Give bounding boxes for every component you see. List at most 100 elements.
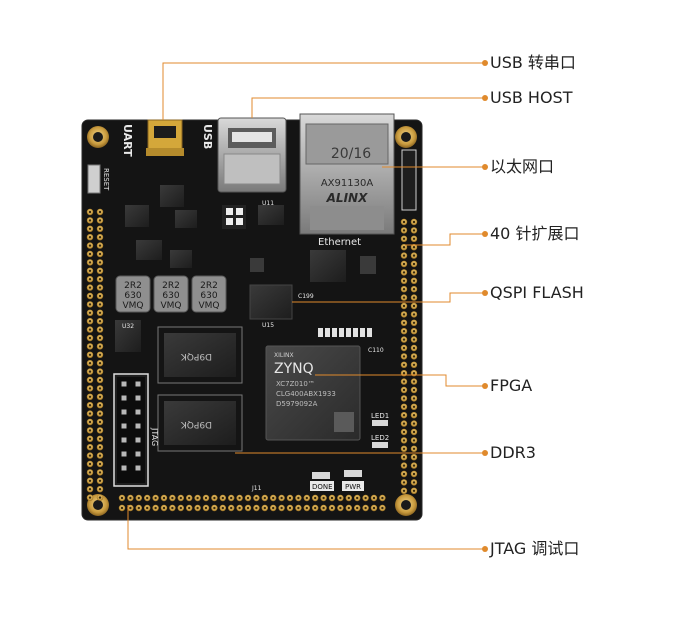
rj45-part-number: AX91130A bbox=[321, 178, 374, 189]
capacitor-row bbox=[318, 328, 372, 337]
header-pin-hole bbox=[412, 439, 416, 442]
header-pin-hole bbox=[204, 496, 208, 500]
header-pin-hole bbox=[246, 506, 250, 510]
header-pin-hole bbox=[412, 271, 416, 274]
header-pin-hole bbox=[263, 496, 266, 500]
callout-expansion: 40 针扩展口 bbox=[490, 224, 580, 243]
callout-ethernet: 以太网口 bbox=[490, 157, 555, 176]
ethernet-rj45-jack bbox=[299, 113, 395, 235]
header-pin-hole bbox=[88, 471, 92, 474]
header-pin-hole bbox=[98, 261, 102, 264]
header-pin-hole bbox=[412, 363, 416, 366]
header-pin-hole bbox=[98, 454, 102, 457]
header-pin-hole bbox=[402, 430, 406, 434]
header-pin-hole bbox=[412, 338, 416, 341]
header-pin-hole bbox=[98, 286, 102, 289]
header-pin-hole bbox=[412, 229, 416, 232]
header-pin-hole bbox=[339, 496, 342, 500]
header-pin-hole bbox=[412, 388, 416, 392]
header-pin-hole bbox=[213, 496, 216, 500]
header-pin-hole bbox=[120, 496, 124, 500]
header-pin-hole bbox=[98, 412, 102, 415]
jtag-pin bbox=[121, 451, 127, 457]
header-pin-hole bbox=[412, 372, 416, 375]
header-pin-hole bbox=[402, 456, 406, 459]
header-pin-hole bbox=[88, 395, 92, 398]
header-pin-hole bbox=[98, 462, 102, 466]
header-pin-hole bbox=[230, 496, 233, 500]
header-pin-hole bbox=[402, 271, 406, 274]
header-pin-hole bbox=[402, 372, 406, 375]
jtag-pin bbox=[121, 423, 127, 429]
header-pin-hole bbox=[314, 496, 317, 500]
fpga-package: CLG400ABX1933 bbox=[276, 390, 336, 398]
header-pin-hole bbox=[412, 447, 416, 450]
jtag-pin bbox=[135, 395, 141, 401]
header-pin-hole bbox=[213, 506, 216, 510]
header-pin-hole bbox=[98, 420, 102, 424]
jtag-pins bbox=[121, 381, 141, 471]
left-pin-header bbox=[86, 208, 104, 501]
header-pin-hole bbox=[402, 481, 406, 484]
header-pin-hole bbox=[314, 506, 317, 510]
header-pin-hole bbox=[88, 496, 92, 499]
callout-dots bbox=[482, 60, 488, 552]
header-pin-hole bbox=[412, 422, 416, 425]
header-pin-hole bbox=[98, 378, 102, 382]
capacitor bbox=[360, 328, 365, 337]
header-pin-hole bbox=[347, 496, 350, 500]
header-pin-hole bbox=[402, 355, 406, 358]
header-pin-hole bbox=[196, 496, 199, 500]
header-pin-hole bbox=[402, 237, 406, 240]
header-pin-hole bbox=[288, 506, 292, 510]
header-pin-hole bbox=[402, 346, 406, 350]
header-pin-hole bbox=[402, 296, 406, 299]
header-pin-hole bbox=[98, 227, 102, 230]
header-pin-hole bbox=[162, 506, 166, 510]
jtag-pin bbox=[121, 465, 127, 471]
header-pin-hole bbox=[402, 447, 406, 450]
header-pin-hole bbox=[402, 439, 406, 442]
header-pin-hole bbox=[88, 320, 92, 323]
header-pin-hole bbox=[402, 388, 406, 392]
header-pin-hole bbox=[280, 496, 283, 500]
header-pin-hole bbox=[88, 219, 92, 222]
inductor-marking: VMQ bbox=[160, 301, 181, 311]
header-pin-hole bbox=[120, 506, 124, 510]
usb-uart-connector bbox=[146, 119, 184, 156]
header-pin-hole bbox=[88, 336, 92, 340]
header-pin-hole bbox=[154, 496, 157, 500]
status-leds bbox=[312, 420, 388, 479]
header-pin-hole bbox=[129, 506, 132, 510]
header-pin-hole bbox=[272, 506, 275, 510]
u15-label: U15 bbox=[262, 322, 274, 329]
header-pin-hole bbox=[98, 496, 102, 499]
header-pin-hole bbox=[297, 496, 300, 500]
header-pin-hole bbox=[98, 303, 102, 306]
capacitor bbox=[367, 328, 372, 337]
qspi-flash-chip bbox=[249, 284, 293, 320]
header-pin-hole bbox=[412, 397, 416, 400]
header-pin-hole bbox=[98, 311, 102, 314]
capacitor bbox=[346, 328, 351, 337]
header-pin-hole bbox=[402, 279, 406, 282]
header-pin-hole bbox=[412, 472, 416, 476]
header-pin-hole bbox=[402, 254, 406, 257]
header-pin-hole bbox=[162, 496, 166, 500]
done-label: DONE bbox=[312, 483, 333, 491]
capacitor bbox=[318, 328, 323, 337]
capacitor bbox=[332, 328, 337, 337]
header-pin-hole bbox=[88, 227, 92, 230]
jtag-pin bbox=[135, 423, 141, 429]
fpga-part: XC7Z010™ bbox=[276, 380, 315, 388]
header-pin-hole bbox=[98, 387, 102, 390]
u32-label: U32 bbox=[122, 323, 134, 330]
jtag-pin bbox=[121, 437, 127, 443]
header-pin-hole bbox=[88, 311, 92, 314]
header-pin-hole bbox=[339, 506, 342, 510]
led1-label: LED1 bbox=[371, 412, 389, 420]
capacitor bbox=[339, 328, 344, 337]
